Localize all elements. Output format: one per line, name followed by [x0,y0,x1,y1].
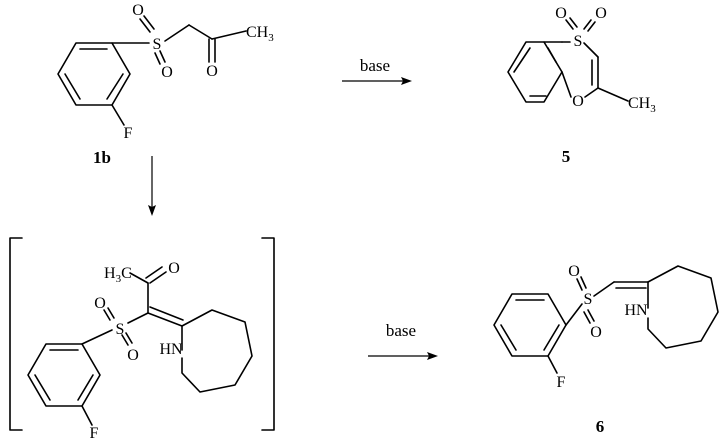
sulfonyl-oxygen-left-5: O [555,5,567,22]
sulfur-atom-5: S [574,33,583,50]
amine-nh-intermediate: HN [159,341,183,358]
fluorine-atom-intermediate: F [90,425,99,440]
ketone-oxygen-1b: O [206,63,218,80]
intermediate: H3C O S O O HN F [9,237,275,440]
compound-1b: S O O O F CH3 1b [57,2,274,167]
sulfonyl-oxygen-top-6: O [568,263,580,280]
ketone-oxygen-intermediate: O [168,260,180,277]
sulfonyl-oxygen-left-intermediate: O [94,295,106,312]
methyl-group-5: CH3 [628,95,656,115]
arrow-to-6: base [368,321,438,360]
azepane-ring-intermediate [181,309,253,393]
compound-6: S O O HN F 6 [493,263,719,436]
benzene-ring-6 [493,293,567,357]
oxathiine-ring-5 [543,41,629,102]
compound-label-5: 5 [562,147,571,166]
fluorine-atom-6: F [557,374,566,391]
sulfur-atom-intermediate: S [116,321,125,338]
arrow-down [148,156,156,216]
bonds-6 [547,276,649,374]
compound-label-6: 6 [596,417,605,436]
ring-oxygen-5: O [572,93,584,110]
compound-5: S O O O CH3 5 [507,5,656,166]
benzene-ring-intermediate [27,343,101,407]
bonds-1b [111,15,247,126]
bracket-right [261,237,275,431]
sulfonyl-oxygen-bottom-6: O [590,324,602,341]
sulfonyl-oxygen-bottom-intermediate: O [127,347,139,364]
benzene-ring-1b [57,42,131,106]
benzene-ring-5 [507,41,563,103]
arrow-to-5: base [342,56,412,85]
azepane-ring-6 [647,265,719,349]
amine-nh-6: HN [624,302,648,319]
methyl-group-intermediate: H3C [104,265,132,285]
bonds-intermediate [81,266,184,426]
sulfonyl-oxygen-top-1b: O [132,2,144,19]
sulfur-atom-1b: S [153,36,162,53]
compound-label-1b: 1b [93,148,111,167]
fluorine-atom-1b: F [124,125,133,142]
sulfonyl-oxygen-bottom-1b: O [161,64,173,81]
arrow-condition-to-5: base [360,56,390,75]
methyl-group-1b: CH3 [246,24,274,44]
sulfur-atom-6: S [584,291,593,308]
bracket-left [9,237,23,431]
sulfonyl-oxygen-right-5: O [595,5,607,22]
arrow-condition-to-6: base [386,321,416,340]
